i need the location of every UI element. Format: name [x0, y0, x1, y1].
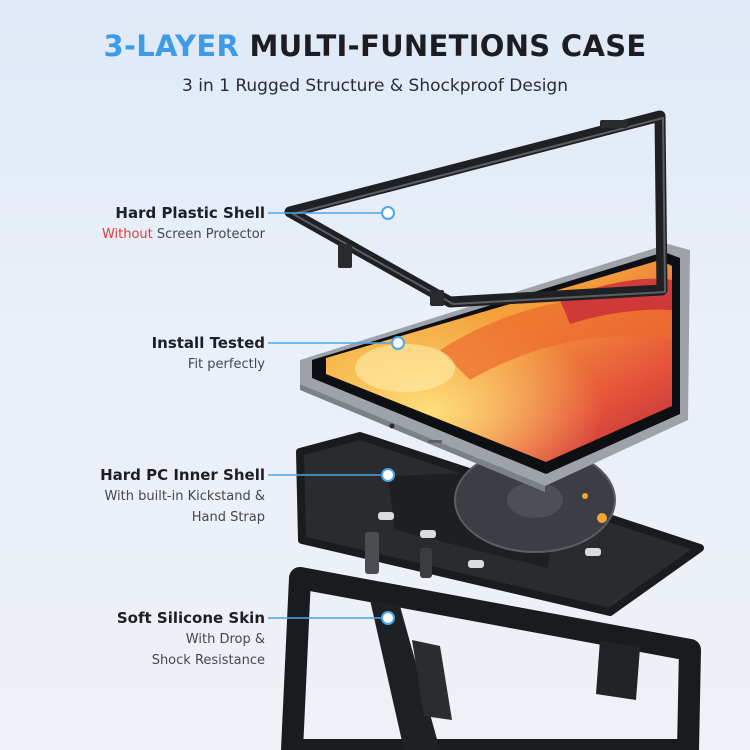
plastic-shell-layer [284, 110, 668, 308]
layer-desc: Fit perfectly [187, 357, 265, 372]
callout-dot-icon [391, 336, 405, 350]
tablet-device [300, 244, 690, 492]
callout-dot-icon [381, 206, 395, 220]
title-accent: 3-LAYER [103, 29, 240, 63]
layer-desc-text: Screen Protector [156, 227, 265, 242]
callout-dot-icon [381, 611, 395, 625]
layer-desc-line2: Hand Strap [191, 510, 265, 525]
layer-title: Soft Silicone Skin [116, 609, 265, 627]
layer-desc-line2: Shock Resistance [151, 653, 265, 668]
layer-label-plastic-shell: Hard Plastic Shell Without Screen Protec… [0, 202, 265, 245]
header: 3-LAYER MULTI-FUNETIONS CASE 3 in 1 Rugg… [0, 26, 750, 98]
layer-label-install-tested: Install Tested Fit perfectly [0, 332, 265, 375]
layer-desc-line1: With built-in Kickstand & [104, 489, 265, 504]
leader-lines [268, 206, 405, 625]
page-subtitle: 3 in 1 Rugged Structure & Shockproof Des… [182, 76, 568, 96]
layer-label-pc-inner-shell: Hard PC Inner Shell With built-in Kickst… [0, 464, 265, 528]
page-title: 3-LAYER MULTI-FUNETIONS CASE [0, 26, 750, 66]
layer-title: Hard Plastic Shell [115, 204, 265, 222]
layer-label-silicone-skin: Soft Silicone Skin With Drop & Shock Res… [0, 607, 265, 671]
layer-title: Hard PC Inner Shell [100, 466, 265, 484]
layer-desc: Without Screen Protector [0, 224, 265, 245]
layer-title: Install Tested [151, 334, 265, 352]
callout-dot-icon [381, 468, 395, 482]
layer-desc-line1: With Drop & [185, 632, 265, 647]
silicone-skin-layer [281, 567, 701, 750]
layer-desc-warning: Without [101, 227, 153, 242]
title-rest: MULTI-FUNETIONS CASE [249, 29, 647, 63]
pc-inner-shell-layer [296, 432, 704, 616]
